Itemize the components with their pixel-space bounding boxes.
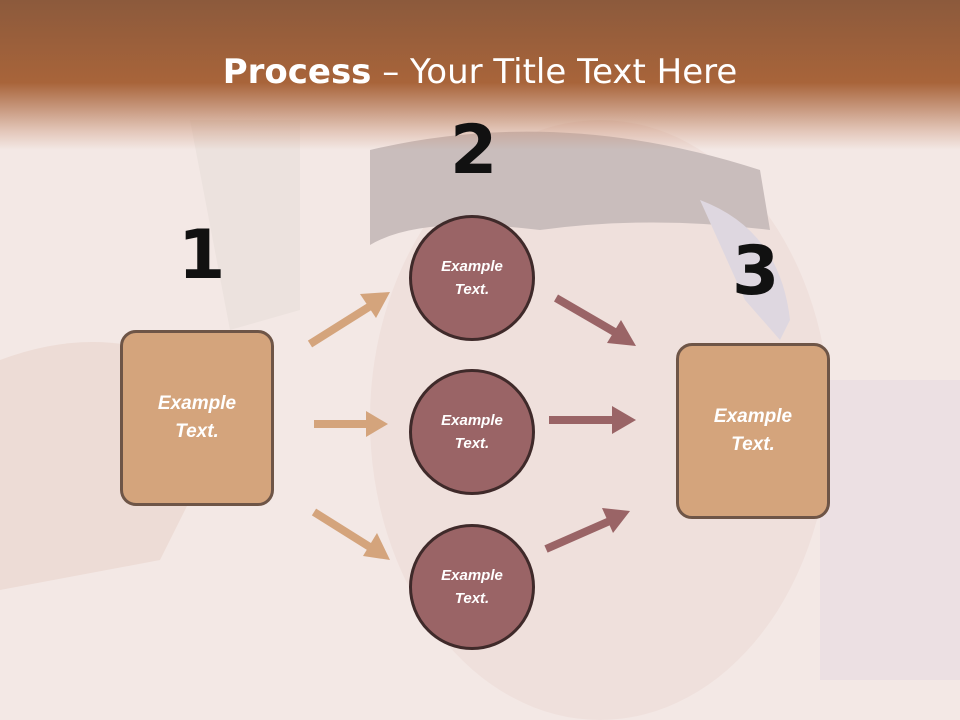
step-number-3: 3: [732, 232, 780, 311]
arrow-left-to-middle: [314, 411, 388, 437]
arrow-bottom-to-right: [544, 508, 630, 553]
circle-top: Example Text.: [409, 215, 535, 341]
arrow-left-to-top: [307, 292, 390, 348]
right-box: Example Text.: [676, 343, 830, 519]
left-box: Example Text.: [120, 330, 274, 506]
left-box-text: Example Text.: [157, 392, 237, 443]
circle-middle: Example Text.: [409, 369, 535, 495]
arrow-top-to-right: [553, 294, 636, 346]
title-rest: – Your Title Text Here: [371, 52, 738, 92]
circle-bottom: Example Text.: [409, 524, 535, 650]
title-banner: [0, 0, 960, 150]
title-bold: Process: [222, 52, 372, 92]
right-box-text: Example Text.: [713, 405, 793, 456]
step-number-1: 1: [178, 216, 226, 295]
step-number-2: 2: [450, 111, 498, 190]
circle-top-text: Example Text.: [441, 257, 503, 298]
circle-middle-text: Example Text.: [441, 411, 503, 452]
arrow-middle-to-right: [549, 406, 636, 434]
circle-bottom-text: Example Text.: [441, 566, 503, 607]
page-title: Process – Your Title Text Here: [0, 52, 960, 92]
arrow-left-to-bottom: [311, 508, 390, 560]
